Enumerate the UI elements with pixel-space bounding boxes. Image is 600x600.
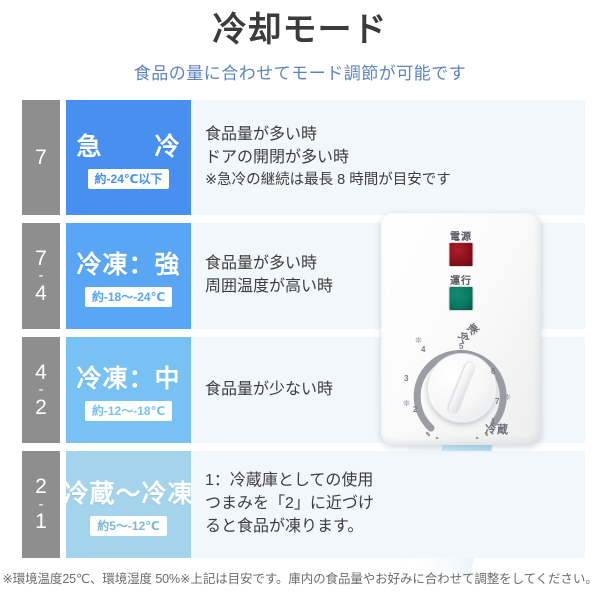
mode-name: 急 冷 — [76, 132, 181, 161]
row-number-dash: - — [38, 267, 44, 285]
temperature-badge: 約-18～-24℃ — [84, 287, 173, 307]
dial-knob-pointer — [447, 361, 477, 415]
dial-number-5: 5 — [459, 342, 464, 351]
row-number-cell: 4 - 2 — [22, 337, 60, 443]
description-line: つまみを「2」に近づけ — [205, 495, 374, 513]
power-led-label: 電源 — [450, 232, 472, 243]
description-line: 1：冷蔵庫としての使用 — [205, 472, 374, 490]
temperature-badge: 約5～-12℃ — [90, 515, 167, 536]
description-line: 周囲温度が高い時 — [205, 278, 334, 295]
run-led-label: 運行 — [450, 276, 472, 287]
snowflake-icon: ❊ — [415, 336, 422, 345]
row-number-bottom: 1 — [35, 510, 47, 534]
table-row: 7 - 4 冷凍：強 約-18～-24℃ 食品量が多い時 周囲温度が高い時 — [22, 223, 585, 329]
mode-cell: 冷蔵～冷凍 約5～-12℃ — [63, 451, 194, 558]
dial-number-6: 6 — [491, 367, 496, 376]
table-row: 7 急 冷 約-24℃以下 食品量が多い時 ドアの開閉が多い時 ※急冷の継続は最… — [22, 100, 585, 215]
row-number-top: 4 — [35, 360, 47, 384]
page-header: 冷却モード 食品の量に合わせてモード調節が可能です — [0, 0, 600, 84]
mode-cell: 冷凍：強 約-18～-24℃ — [66, 223, 191, 329]
snowflake-icon: ❊ — [504, 393, 511, 402]
row-number-bottom: 2 — [35, 395, 47, 419]
mode-cell: 冷凍：中 約-12～-18℃ — [66, 337, 191, 443]
temperature-controller-panel: 電源 運行 1 2 3 4 — [381, 213, 541, 445]
run-led-indicator — [448, 286, 474, 311]
row-number-dash: - — [38, 381, 44, 399]
dial-number-1: 1 — [491, 417, 496, 426]
row-number-cell: 7 - 4 — [22, 223, 60, 329]
dial-number-2: 2 — [413, 405, 418, 414]
dial-number-7: 7 — [495, 397, 500, 406]
description-line: ると食品が凍ります。 — [205, 517, 364, 535]
row-number-top: 7 — [35, 246, 47, 270]
page-subtitle: 食品の量に合わせてモード調節が可能です — [133, 64, 467, 84]
description-line: 食品量が少ない時 — [205, 380, 334, 398]
dial-number-4: 4 — [421, 345, 426, 354]
mode-name: 冷凍：強 — [76, 251, 181, 279]
row-number-cell: 7 — [22, 100, 60, 215]
temperature-badge: 約-12～-18℃ — [84, 401, 173, 421]
table-row: 4 - 2 冷凍：中 約-12～-18℃ 食品量が少ない時 — [22, 337, 585, 443]
dial-chill-label: 冷蔵 — [485, 424, 509, 436]
description-line: 食品量が多い時 — [205, 126, 318, 144]
mode-cell: 急 冷 約-24℃以下 — [66, 100, 191, 215]
description-line: 食品量が多い時 — [205, 255, 318, 273]
dial-knob[interactable] — [427, 353, 497, 423]
row-number-top: 2 — [35, 475, 47, 499]
power-led-indicator — [448, 242, 474, 267]
footer-note: ※環境温度25℃、環境湿度 50%※上記は目安です。庫内の食品量やお好みに合わせ… — [2, 572, 598, 586]
row-number-top: 7 — [35, 145, 47, 169]
temperature-dial[interactable]: 1 2 3 4 5 6 7 ❊ ❊ ❊ — [403, 331, 519, 441]
row-number-cell: 2 - 1 — [22, 451, 60, 558]
description-line: ※急冷の継続は最長 8 時間が目安です — [205, 171, 451, 188]
cooling-mode-table: 7 急 冷 約-24℃以下 食品量が多い時 ドアの開閉が多い時 ※急冷の継続は最… — [22, 100, 585, 566]
table-row: 2 - 1 冷蔵～冷凍 約5～-12℃ 1：冷蔵庫としての使用 つまみを「2」に… — [22, 451, 585, 558]
dial-number-3: 3 — [404, 374, 409, 383]
row-number-bottom: 4 — [35, 281, 47, 305]
row-number-dash: - — [38, 495, 44, 513]
description-line: ドアの開閉が多い時 — [205, 149, 350, 167]
page-title: 冷却モード — [212, 11, 388, 49]
mode-name: 冷凍：中 — [76, 365, 181, 393]
description-cell: 1：冷蔵庫としての使用 つまみを「2」に近づけ ると食品が凍ります。 — [191, 451, 585, 558]
temperature-badge: 約-24℃以下 — [87, 168, 170, 189]
mode-name: 冷蔵～冷凍 — [63, 479, 194, 508]
snowflake-icon: ❊ — [403, 399, 410, 408]
description-cell: 食品量が多い時 ドアの開閉が多い時 ※急冷の継続は最長 8 時間が目安です — [191, 100, 585, 215]
